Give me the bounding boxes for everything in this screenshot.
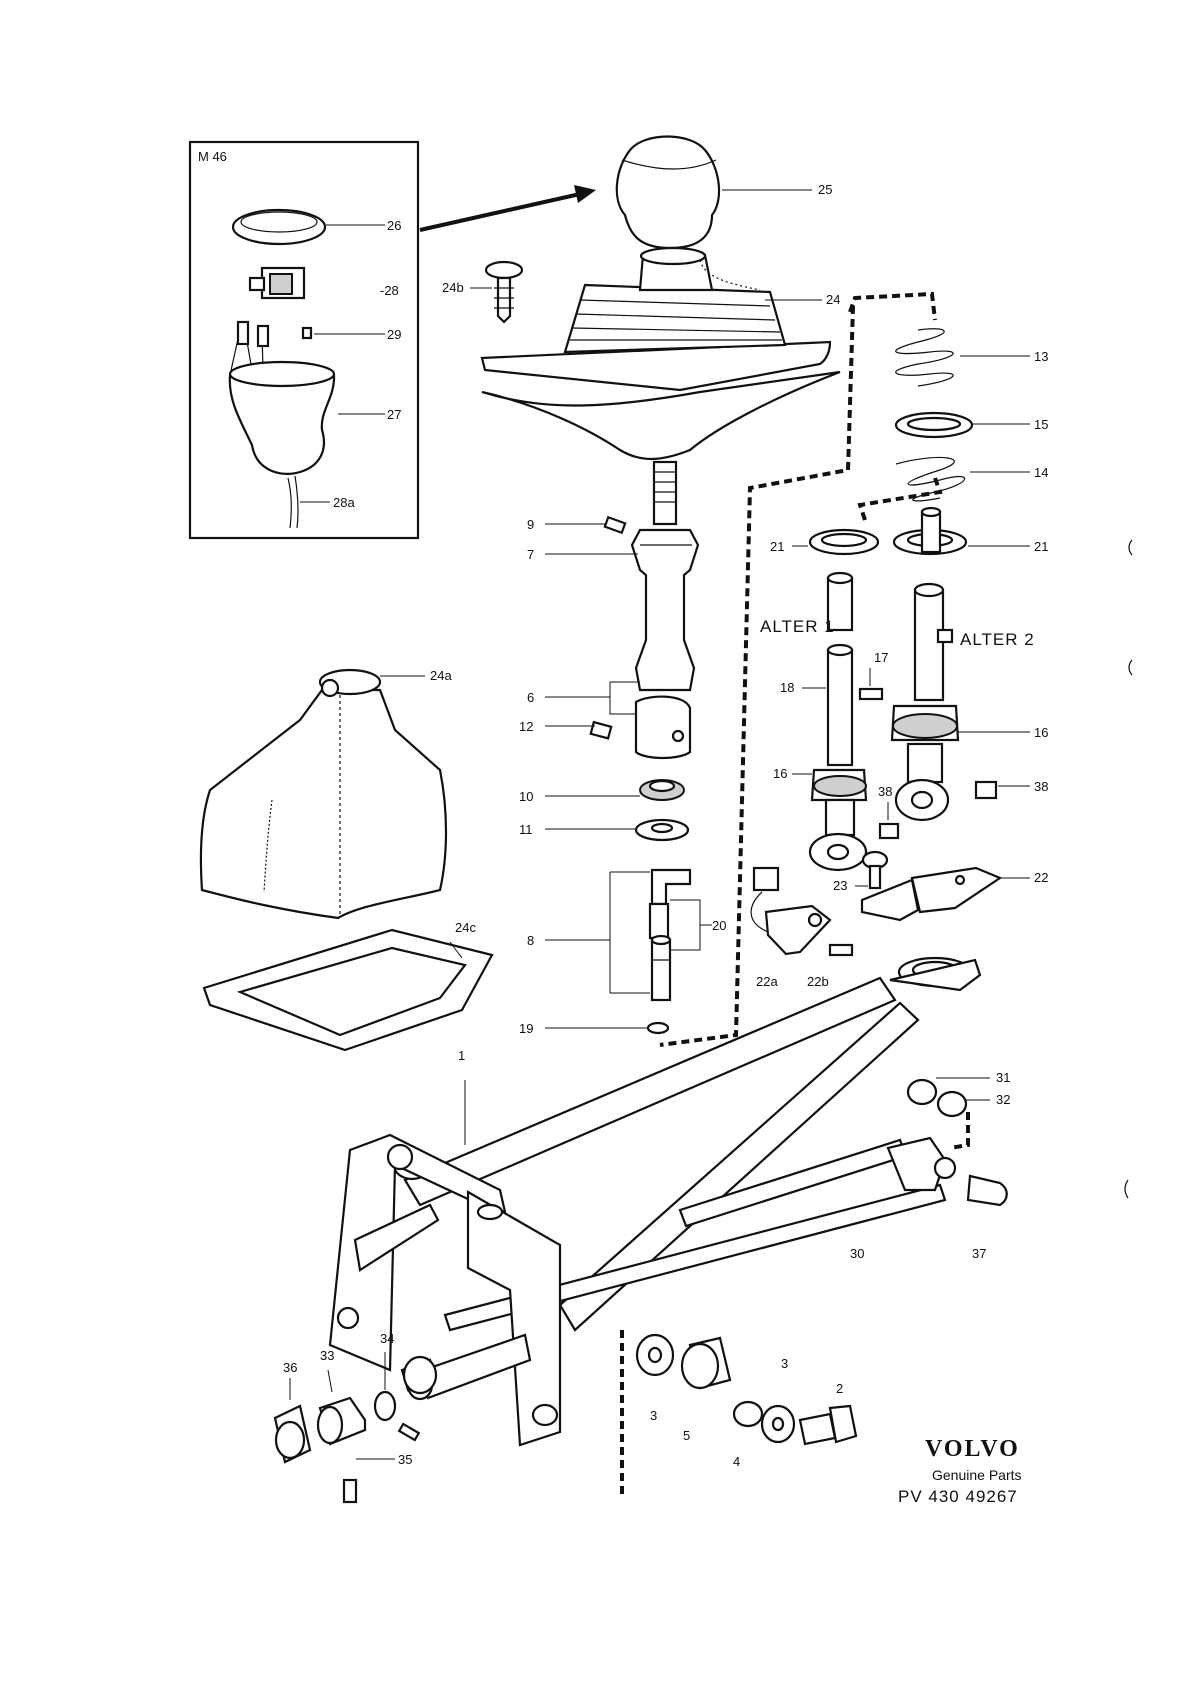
callout-7: 7 <box>527 547 534 562</box>
callout-9: 9 <box>527 517 534 532</box>
guide-line <box>848 291 937 321</box>
callout-20: 20 <box>712 918 726 933</box>
boot-frame: 24c <box>202 920 494 1052</box>
callout-22: 22 <box>1034 870 1048 885</box>
callout-12: 12 <box>519 719 533 734</box>
callout-37: 37 <box>972 1246 986 1261</box>
callout-24: 24 <box>826 292 840 307</box>
callout-32: 32 <box>996 1092 1010 1107</box>
knob-cap <box>231 208 327 246</box>
gear-lever: 9 7 6 12 10 11 8 20 19 <box>519 460 726 1036</box>
brand-logo: VOLVO <box>925 1436 1020 1462</box>
callout-11: 11 <box>519 822 533 837</box>
bushing-31-32: 31 32 <box>906 1070 1010 1118</box>
callout-18: 18 <box>780 680 794 695</box>
clip-24b: 24b <box>442 260 524 324</box>
left-shaft-parts: 36 33 34 35 <box>273 1331 438 1504</box>
callout-38-right: 38 <box>1034 779 1048 794</box>
callout-36: 36 <box>283 1360 297 1375</box>
callout-10: 10 <box>519 789 533 804</box>
callout-24c: 24c <box>455 920 476 935</box>
right-shaft-parts: 3 5 4 3 2 <box>635 1333 858 1469</box>
callout-6: 6 <box>527 690 534 705</box>
callout-19: 19 <box>519 1021 533 1036</box>
alter-2-assembly: 21 ALTER 2 16 38 <box>890 506 1048 822</box>
callout-30: 30 <box>850 1246 864 1261</box>
part-number: PV 430 49267 <box>898 1487 1018 1506</box>
margin-marks <box>1124 539 1133 1199</box>
callout-3-right: 3 <box>781 1356 788 1371</box>
callout-16-right: 16 <box>1034 725 1048 740</box>
shift-frame: 1 <box>328 956 982 1447</box>
callout-31: 31 <box>996 1070 1010 1085</box>
footer: VOLVO Genuine Parts PV 430 49267 <box>898 1436 1022 1506</box>
callout-3-left: 3 <box>650 1408 657 1423</box>
callout-5: 5 <box>683 1428 690 1443</box>
callout-8: 8 <box>527 933 534 948</box>
callout-22a: 22a <box>756 974 778 989</box>
callout-22b: 22b <box>807 974 829 989</box>
gear-knob: 25 <box>615 135 832 250</box>
callout-14: 14 <box>1034 465 1048 480</box>
brand-subtitle: Genuine Parts <box>932 1467 1022 1483</box>
callout-24b: 24b <box>442 280 464 295</box>
callout-25: 25 <box>818 182 832 197</box>
callout-21-right: 21 <box>1034 539 1048 554</box>
callout-33: 33 <box>320 1348 334 1363</box>
leather-boot: 24a <box>199 668 452 920</box>
inset-arrow <box>419 185 596 232</box>
callout-23: 23 <box>833 878 847 893</box>
inset-title: M 46 <box>198 149 227 164</box>
callout-16-left: 16 <box>773 766 787 781</box>
alter-1-assembly: 21 ALTER 1 17 18 16 38 23 <box>760 528 900 893</box>
callout-21-left: 21 <box>770 539 784 554</box>
bracket-and-switch: 22 22a 22b <box>750 866 1048 989</box>
callout-24a: 24a <box>430 668 452 683</box>
callout-28: -28 <box>380 283 399 298</box>
callout-38-left: 38 <box>878 784 892 799</box>
rubber-boot: 24 <box>480 246 840 460</box>
callout-15: 15 <box>1034 417 1048 432</box>
callout-29: 29 <box>387 327 401 342</box>
callout-13: 13 <box>1034 349 1048 364</box>
callout-17: 17 <box>874 650 888 665</box>
m46-inset: M 46 26 -28 29 27 28a <box>188 140 420 540</box>
label-alter-1: ALTER 1 <box>760 617 835 636</box>
callout-35: 35 <box>398 1452 412 1467</box>
callout-1: 1 <box>458 1048 465 1063</box>
callout-4: 4 <box>733 1454 740 1469</box>
spring-group: 13 15 14 <box>894 328 1048 502</box>
label-alter-2: ALTER 2 <box>960 630 1035 649</box>
callout-26: 26 <box>387 218 401 233</box>
callout-27: 27 <box>387 407 401 422</box>
side-rod: 30 37 <box>678 1136 1008 1261</box>
callout-28a: 28a <box>333 495 355 510</box>
callout-34: 34 <box>380 1331 394 1346</box>
callout-2: 2 <box>836 1381 843 1396</box>
